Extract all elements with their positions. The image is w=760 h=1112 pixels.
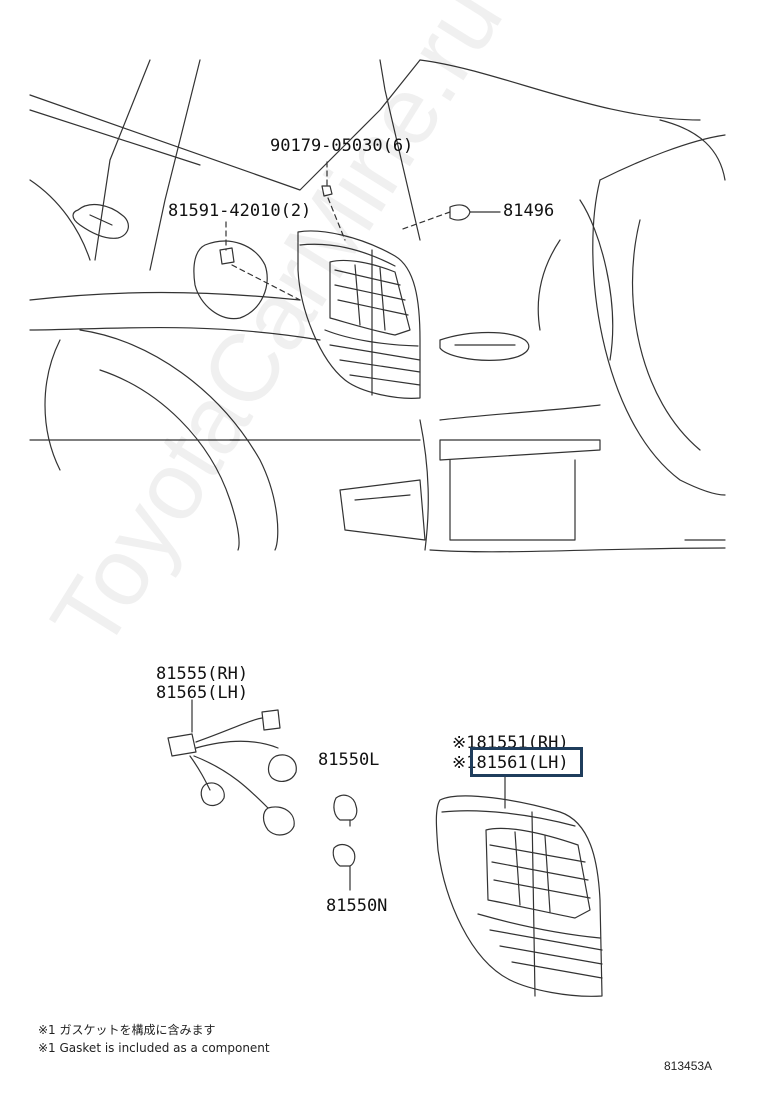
note-japanese: ※1 ガスケットを構成に含みます	[38, 1023, 216, 1037]
bulbs	[332, 794, 358, 891]
callout-socket-lh[interactable]: 81565(LH)	[156, 683, 249, 703]
callout-bulb-n[interactable]: 81550N	[326, 896, 388, 916]
diagram-code: 813453A	[664, 1059, 713, 1073]
tail-lamp-assembly	[435, 795, 603, 997]
callout-bulb-l[interactable]: 81550L	[318, 750, 380, 770]
selected-part-highlight	[470, 747, 583, 777]
socket-wire-harness	[167, 699, 297, 836]
vehicle-rear-body	[29, 59, 726, 553]
callout-bolt[interactable]: 90179-05030(6)	[270, 136, 414, 156]
callout-socket-rh[interactable]: 81555(RH)	[156, 664, 249, 684]
tail-lamp-installed	[297, 230, 421, 399]
callout-cap[interactable]: 81496	[503, 201, 555, 221]
callout-lamp-lh[interactable]: ※181561(LH)	[452, 753, 569, 773]
note-english: ※1 Gasket is included as a component	[38, 1041, 270, 1055]
leader-lines-upper	[225, 161, 451, 301]
callout-clip[interactable]: 81591-42010(2)	[168, 201, 312, 221]
